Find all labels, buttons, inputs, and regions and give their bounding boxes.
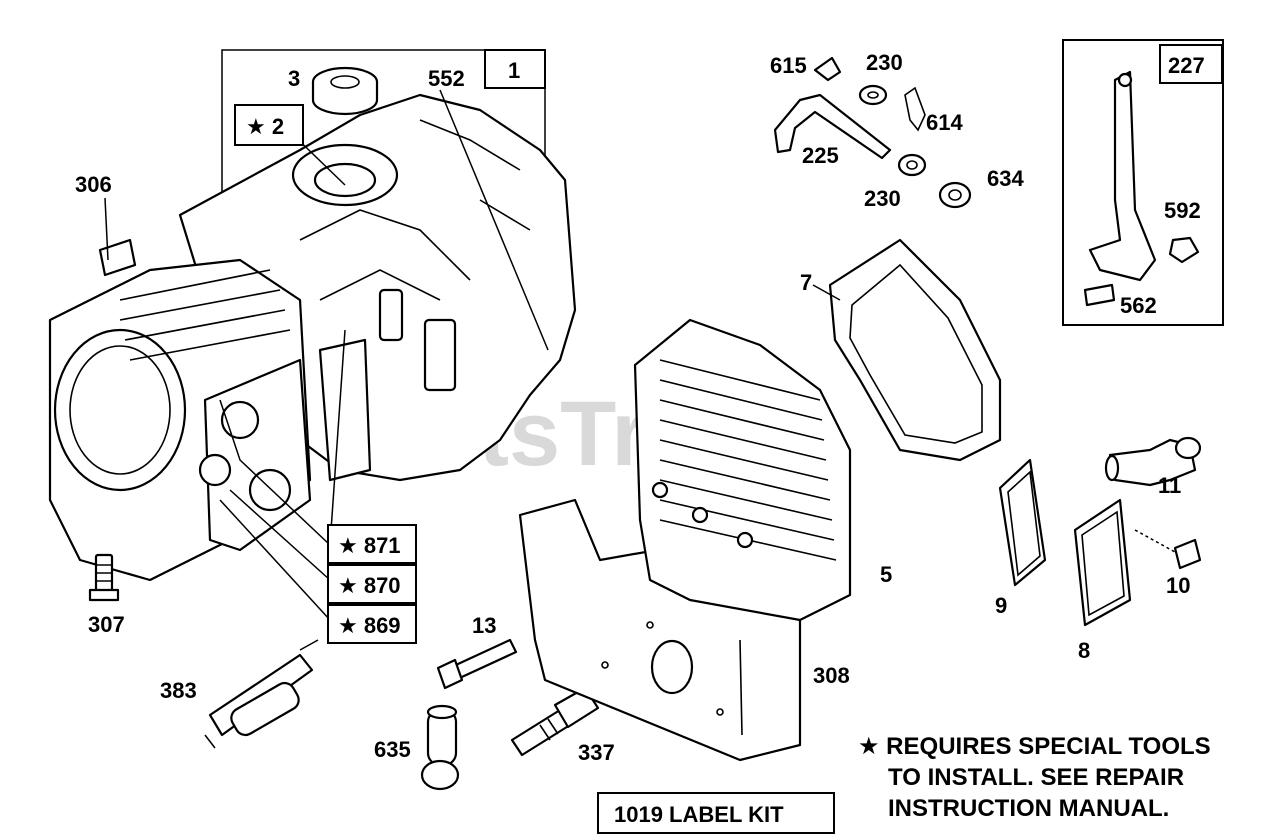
callout-615: 615 <box>770 53 807 78</box>
special-tools-note: ★ REQUIRES SPECIAL TOOLS TO INSTALL. SEE… <box>858 733 1211 822</box>
callout-9: 9 <box>995 593 1007 618</box>
callout-308: 308 <box>813 663 850 688</box>
bolt-13[interactable] <box>436 638 518 690</box>
callout-383: 383 <box>160 678 197 703</box>
callout-5: 5 <box>880 562 892 587</box>
gasket-9[interactable] <box>998 458 1047 587</box>
clip-615[interactable] <box>813 56 842 82</box>
note-line-2: TO INSTALL. SEE REPAIR <box>888 764 1184 791</box>
callout-592: 592 <box>1164 198 1201 223</box>
dipstick-tube-383[interactable] <box>204 639 319 749</box>
washer-230-bottom[interactable] <box>897 153 927 177</box>
callout-1: 1 <box>508 58 520 83</box>
callout-634: 634 <box>987 166 1024 191</box>
callout-11: 11 <box>1158 473 1181 498</box>
callout-13: 13 <box>472 613 496 638</box>
note-line-3: INSTRUCTION MANUAL. <box>888 795 1169 822</box>
callout-552: 552 <box>428 66 465 91</box>
screw-10[interactable] <box>1134 529 1202 570</box>
callout-869: ★ 869 <box>338 613 401 638</box>
callout-871: ★ 871 <box>338 533 401 558</box>
callout-8: 8 <box>1078 638 1090 663</box>
callout-2: ★ 2 <box>246 114 284 139</box>
bolt-307[interactable] <box>88 553 120 602</box>
callout-337: 337 <box>578 740 615 765</box>
seal-634[interactable] <box>938 181 972 209</box>
callout-225: 225 <box>802 143 839 168</box>
label-kit-box <box>597 792 835 834</box>
callout-3: 3 <box>288 66 300 91</box>
governor-shaft-225[interactable] <box>773 93 892 160</box>
head-gasket-7[interactable] <box>828 238 1002 462</box>
callout-230-top: 230 <box>866 50 903 75</box>
callout-614: 614 <box>926 110 963 135</box>
callouts: 1 ★ 2 3 552 306 307 383 ★ 871 ★ 870 ★ 86… <box>75 44 1223 765</box>
breather-tube-11[interactable] <box>1104 436 1202 487</box>
callout-7: 7 <box>800 270 812 295</box>
note-line-1: ★ REQUIRES SPECIAL TOOLS <box>858 733 1211 760</box>
callout-306: 306 <box>75 172 112 197</box>
cylinder-head-5[interactable] <box>633 318 852 622</box>
breather-cover-8[interactable] <box>1073 498 1132 627</box>
engine-block[interactable] <box>48 49 577 582</box>
callout-230-bottom: 230 <box>864 186 901 211</box>
callout-562: 562 <box>1120 293 1157 318</box>
callout-307: 307 <box>88 612 125 637</box>
callout-227: 227 <box>1168 53 1205 78</box>
spark-plug-boot-635[interactable] <box>420 704 460 791</box>
callout-10: 10 <box>1166 573 1190 598</box>
pin-614[interactable] <box>904 86 926 132</box>
governor-lever-group[interactable] <box>1062 39 1224 326</box>
callout-870: ★ 870 <box>338 573 401 598</box>
washer-230-top[interactable] <box>858 84 888 106</box>
label-kit: 1019 LABEL KIT <box>614 802 784 827</box>
callout-635: 635 <box>374 737 411 762</box>
